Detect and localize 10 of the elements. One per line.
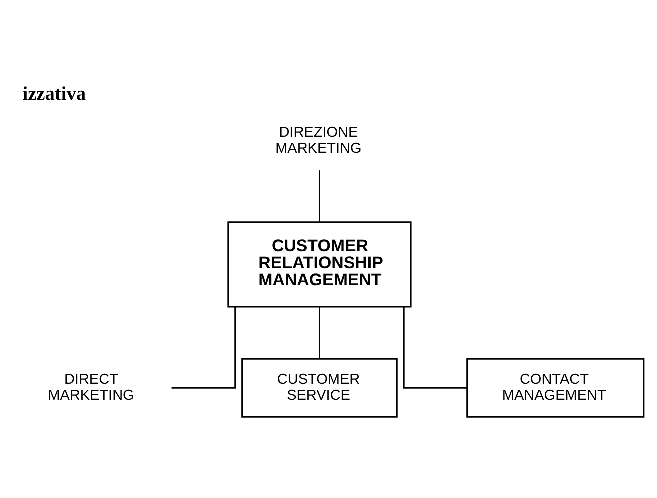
node-box: CONTACT MANAGEMENT: [466, 358, 645, 418]
diagram-title: izzativa: [22, 84, 86, 105]
connector: [319, 307, 320, 359]
connector: [319, 170, 320, 222]
connector: [172, 307, 236, 389]
node-box: CUSTOMER RELATIONSHIP MANAGEMENT: [228, 222, 412, 308]
connector: [403, 307, 468, 389]
node-box: CUSTOMER SERVICE: [242, 358, 398, 418]
node-text: DIREZIONE MARKETING: [276, 125, 362, 157]
node-text: DIRECT MARKETING: [48, 372, 134, 404]
